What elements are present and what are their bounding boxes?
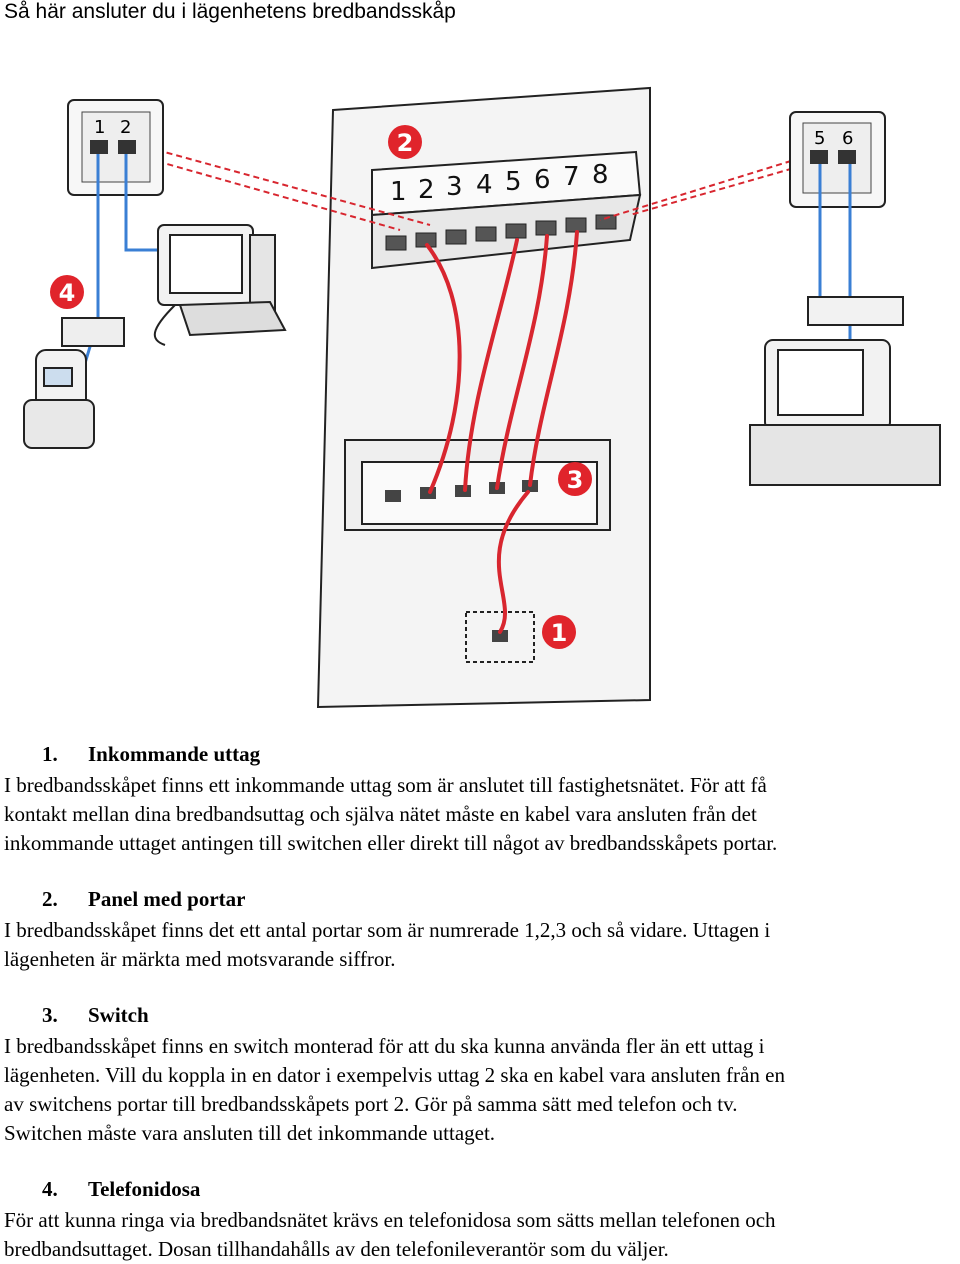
section-title: Telefonidosa [88, 1177, 201, 1201]
wall-outlet-port-label: 6 [842, 128, 853, 149]
wall-outlet-left: 1 2 [67, 99, 164, 196]
section-body-3: I bredbandsskåpet finns en switch monter… [4, 1032, 956, 1148]
patch-panel-port-label: 8 [592, 160, 609, 190]
body-line: av switchens portar till bredbandsskåpet… [4, 1092, 738, 1116]
body-line: För att kunna ringa via bredbandsnätet k… [4, 1208, 776, 1232]
body-line: I bredbandsskåpet finns ett inkommande u… [4, 773, 767, 797]
section-heading-2: 2. Panel med portar [42, 887, 245, 912]
phone-adapter [61, 317, 125, 347]
computer [153, 224, 287, 346]
section-title: Panel med portar [88, 887, 246, 911]
section-heading-4: 4. Telefonidosa [42, 1177, 200, 1202]
patch-panel-port-label: 7 [563, 162, 580, 192]
incoming-outlet [465, 611, 535, 663]
marker-1: 1 [542, 615, 576, 649]
body-line: kontakt mellan dina bredbandsuttag och s… [4, 802, 757, 826]
body-line: I bredbandsskåpet finns det ett antal po… [4, 918, 771, 942]
marker-3: 3 [558, 462, 592, 496]
section-number: 3. [42, 1003, 58, 1027]
wall-outlet-port-label: 1 [94, 117, 105, 138]
section-heading-3: 3. Switch [42, 1003, 149, 1028]
marker-4: 4 [50, 275, 84, 309]
wall-outlet-right: 5 6 [789, 111, 886, 208]
section-body-1: I bredbandsskåpet finns ett inkommande u… [4, 771, 956, 858]
section-number: 1. [42, 742, 58, 766]
wall-outlet-port-label: 2 [120, 117, 131, 138]
tv-setup [749, 296, 941, 486]
section-number: 4. [42, 1177, 58, 1201]
patch-panel-port-label: 5 [505, 167, 522, 197]
page-title: Så här ansluter du i lägenhetens bredban… [4, 0, 456, 23]
body-line: inkommande uttaget antingen till switche… [4, 831, 778, 855]
patch-panel-port-label: 4 [476, 170, 493, 200]
svg-text:4: 4 [59, 279, 76, 307]
section-number: 2. [42, 887, 58, 911]
svg-text:3: 3 [567, 466, 584, 494]
patch-panel: 1 2 3 4 5 6 7 8 [371, 150, 642, 270]
body-line: I bredbandsskåpet finns en switch monter… [4, 1034, 765, 1058]
body-line: lägenheten är märkta med motsvarande sif… [4, 947, 396, 971]
section-body-4: För att kunna ringa via bredbandsnätet k… [4, 1206, 956, 1264]
section-title: Inkommande uttag [88, 742, 261, 766]
patch-panel-port-label: 6 [534, 165, 551, 195]
marker-2: 2 [388, 125, 422, 159]
section-heading-1: 1. Inkommande uttag [42, 742, 260, 767]
telephone [23, 349, 95, 449]
svg-text:1: 1 [551, 619, 568, 647]
section-title: Switch [88, 1003, 149, 1027]
patch-panel-port-label: 2 [418, 175, 435, 205]
patch-panel-port-label: 1 [390, 177, 407, 207]
network-diagram: 1 2 3 4 5 6 7 8 [23, 86, 941, 709]
wall-outlet-port-label: 5 [814, 128, 825, 149]
section-body-2: I bredbandsskåpet finns det ett antal po… [4, 916, 956, 974]
patch-panel-port-label: 3 [446, 172, 463, 202]
svg-text:2: 2 [397, 129, 414, 157]
body-line: bredbandsuttaget. Dosan tillhandahålls a… [4, 1237, 669, 1261]
body-line: Switchen måste vara ansluten till det in… [4, 1121, 496, 1145]
body-line: lägenheten. Vill du koppla in en dator i… [4, 1063, 785, 1087]
